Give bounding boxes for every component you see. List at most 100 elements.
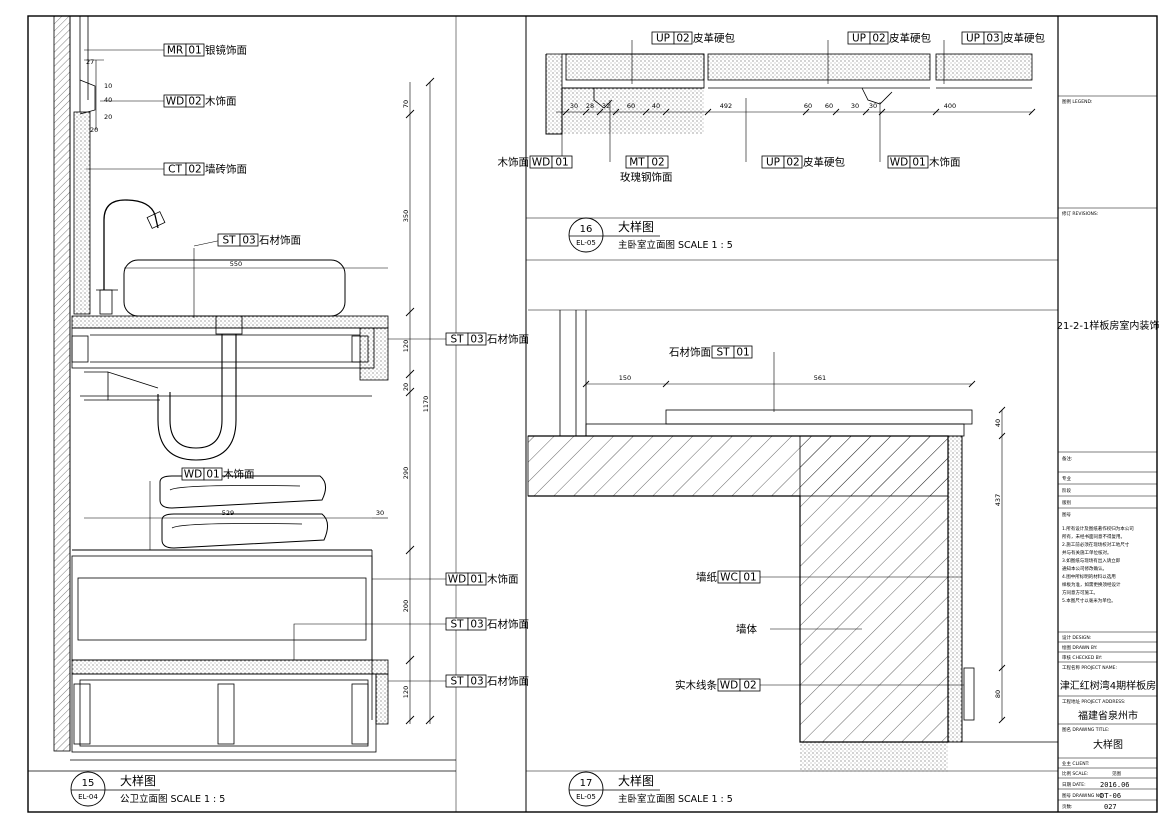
tag-code: WD xyxy=(448,574,466,586)
tag-text: 石材饰面 xyxy=(259,234,301,247)
tag-mr01: MR 01 银镜饰面 xyxy=(163,44,247,57)
tag-code: UP xyxy=(966,33,980,45)
tag-code: ST xyxy=(450,619,464,631)
tag-num: 02 xyxy=(188,164,201,176)
tag-up02-b: UP 02 皮革硬包 xyxy=(847,32,931,45)
tag-text: 银镜饰面 xyxy=(205,44,247,57)
dims-17: 150 561 40 437 80 xyxy=(619,374,1002,698)
tag-text: 木饰面 xyxy=(223,468,255,481)
tag-text: 玫瑰钢饰面 xyxy=(620,171,673,184)
view-title-16: 16 EL-05 大样图 主卧室立面图 SCALE 1 : 5 xyxy=(568,217,733,253)
tag-code: WD xyxy=(890,157,908,169)
project-name: 津汇红树湾4期样板房 xyxy=(1060,679,1156,692)
sheet-frame xyxy=(27,15,1158,813)
dims-16: 30 28 32 60 40 492 60 60 30 30 400 xyxy=(570,102,956,110)
drawing-no: DT-06 xyxy=(1100,792,1121,800)
tb-row: 图号 xyxy=(1062,512,1071,518)
tag-st03-basin: ST 03 石材饰面 xyxy=(217,234,301,247)
project-title: 21-2-1样板房室内装饰 xyxy=(1057,319,1160,332)
tag-text: 墙纸 xyxy=(696,571,717,584)
tag-st03-shelf: ST 03 石材饰面 xyxy=(445,618,529,631)
view-ref: EL-05 xyxy=(576,793,596,801)
tb-note: 所有，未经书面同意不得复用。 xyxy=(1062,533,1125,540)
title-block xyxy=(1058,95,1157,801)
client-label: 业主 CLIENT: xyxy=(1062,760,1089,767)
tag-num: 01 xyxy=(743,572,756,584)
tag-num: 02 xyxy=(872,33,885,45)
dim-text: 30 xyxy=(851,102,859,110)
dim-text: 400 xyxy=(944,102,956,110)
tag-num: 01 xyxy=(555,157,568,169)
tag-code: UP xyxy=(766,157,780,169)
tag-text: 石材饰面 xyxy=(669,346,711,359)
dim-text: 70 xyxy=(402,100,410,108)
view-title: 大样图 xyxy=(618,773,654,788)
tag-wd02-left: WD 02 木饰面 xyxy=(163,95,237,108)
tag-st01: 石材饰面 ST 01 xyxy=(669,346,753,359)
page-no: 027 xyxy=(1104,803,1117,811)
tag-code: WD xyxy=(184,469,202,481)
tag-num: 01 xyxy=(470,574,483,586)
tag-wd01-cabinet: WD 01 木饰面 xyxy=(445,573,519,586)
view-number: 16 xyxy=(580,224,593,235)
legend-label: 图例 LEGEND: xyxy=(1062,98,1092,105)
tag-text: 木饰面 xyxy=(498,156,530,169)
drawing-no-label: 图号 DRAWING NO: xyxy=(1062,793,1104,799)
date-value: 2016.06 xyxy=(1100,781,1130,789)
dim-text: 30 xyxy=(376,509,384,517)
view-title: 大样图 xyxy=(120,773,156,788)
dim-text: 30 xyxy=(570,102,578,110)
page-label: 页数: xyxy=(1062,803,1073,810)
tag-code: WD xyxy=(720,680,738,692)
tag-num: 02 xyxy=(743,680,756,692)
tag-text: 皮革硬包 xyxy=(889,32,931,45)
tag-num: 01 xyxy=(206,469,219,481)
view-title-15: 15 EL-04 大样图 公卫立面图 SCALE 1 : 5 xyxy=(70,771,225,807)
tb-row: 阶段 xyxy=(1062,487,1071,494)
dim-text: 200 xyxy=(402,600,410,612)
tag-num: 03 xyxy=(470,676,483,688)
view-title: 大样图 xyxy=(618,219,654,234)
tag-num: 03 xyxy=(470,334,483,346)
address: 福建省泉州市 xyxy=(1078,709,1138,722)
tag-text: 石材饰面 xyxy=(487,333,529,346)
tag-wd01-16-left: 木饰面 WD 01 xyxy=(498,156,573,169)
tag-up02-a: UP 02 皮革硬包 xyxy=(651,32,735,45)
tag-num: 03 xyxy=(470,619,483,631)
tag-ct02: CT 02 墙砖饰面 xyxy=(163,163,247,176)
tag-up03: UP 03 皮革硬包 xyxy=(961,32,1045,45)
dim-text: 80 xyxy=(994,690,1002,698)
drawn-label: 绘图 DRAWN BY: xyxy=(1062,644,1097,651)
title-block-text: 图例 LEGEND: 修订 REVISIONS: 21-2-1样板房室内装饰 备… xyxy=(1057,98,1160,811)
view-15-drawing xyxy=(28,15,456,772)
tag-wd01-16-right: WD 01 木饰面 xyxy=(887,156,961,169)
dim-text: 120 xyxy=(402,340,410,352)
dim-text: 40 xyxy=(652,102,660,110)
tag-text: 石材饰面 xyxy=(487,675,529,688)
tag-num: 02 xyxy=(188,96,201,108)
tag-num: 03 xyxy=(986,33,999,45)
tag-text: 石材饰面 xyxy=(487,618,529,631)
dim-text: 1170 xyxy=(422,396,430,413)
dim-text: 28 xyxy=(586,102,594,110)
tag-text: 实木线条 xyxy=(675,679,717,692)
view-ref: EL-04 xyxy=(78,793,98,801)
dim-text: 10 xyxy=(104,82,112,90)
dim-text: 550 xyxy=(230,260,242,268)
view-title-17: 17 EL-05 大样图 主卧室立面图 SCALE 1 : 5 xyxy=(568,771,733,807)
tag-num: 01 xyxy=(736,347,749,359)
dim-text: 27 xyxy=(86,58,94,66)
view-number: 17 xyxy=(580,778,593,789)
tag-st03-counter: ST 03 石材饰面 xyxy=(445,333,529,346)
tag-code: WD xyxy=(166,96,184,108)
tag-code: ST xyxy=(450,676,464,688)
view-ref: EL-05 xyxy=(576,239,596,247)
dim-text: 60 xyxy=(825,102,833,110)
dim-text: 529 xyxy=(222,509,234,517)
tag-wd02-17: 实木线条 WD 02 xyxy=(675,679,761,692)
tag-text: 皮革硬包 xyxy=(1003,32,1045,45)
dim-text: 561 xyxy=(814,374,826,382)
dim-text: 120 xyxy=(402,686,410,698)
dim-text: 60 xyxy=(627,102,635,110)
